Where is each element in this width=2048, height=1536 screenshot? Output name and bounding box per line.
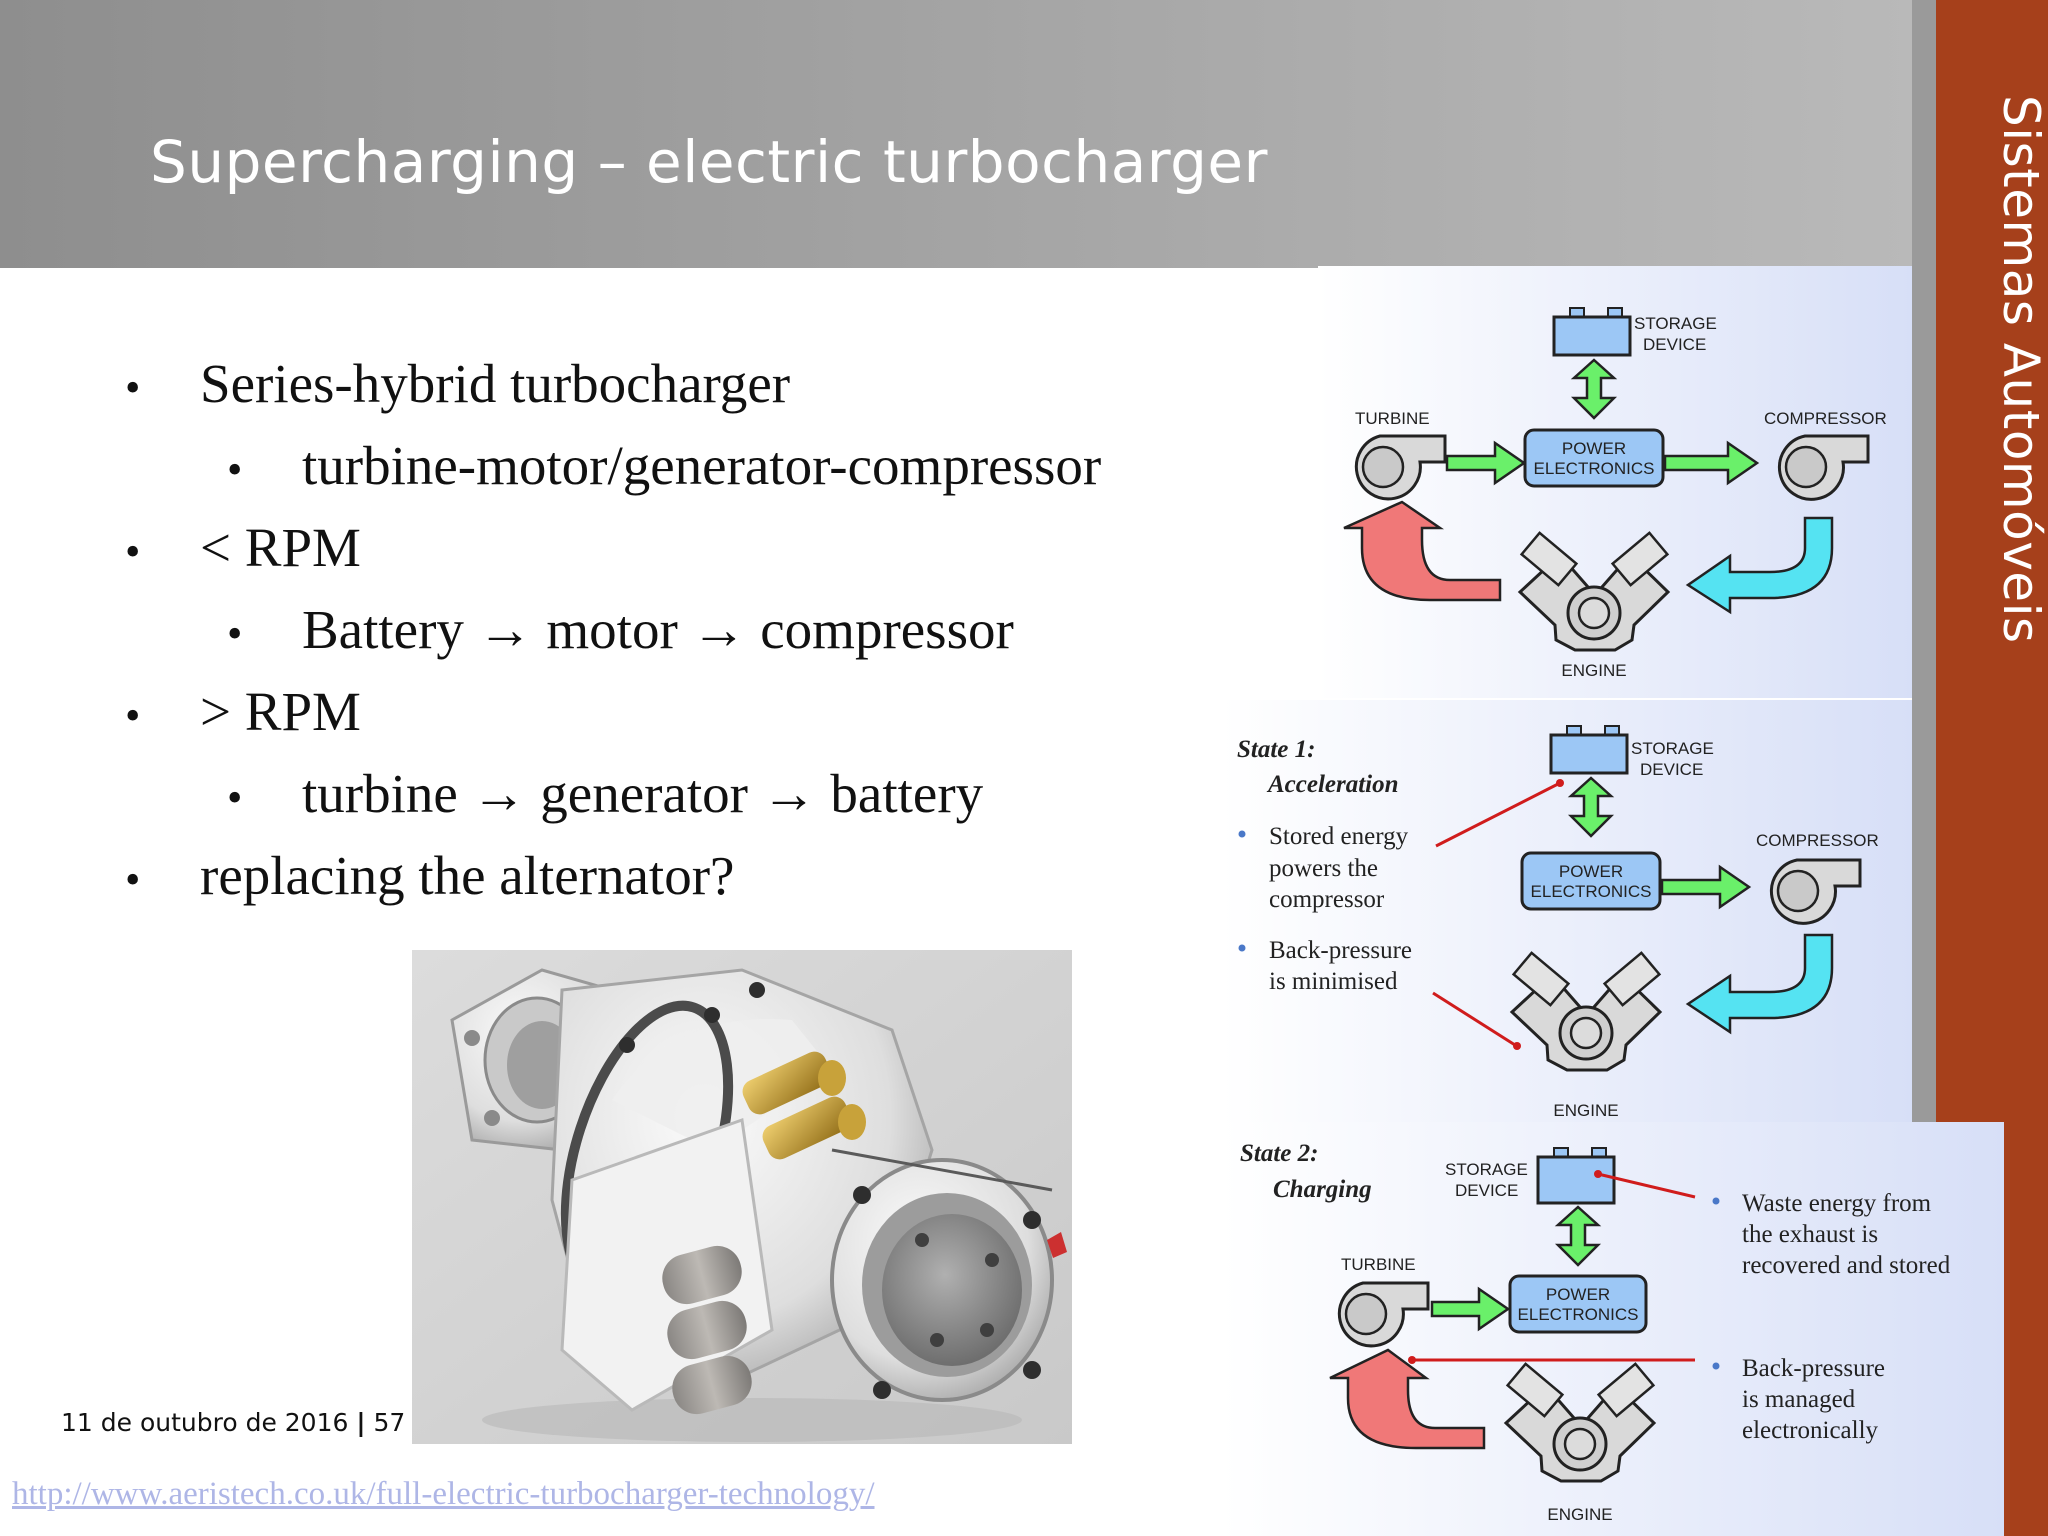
- state1-subtitle: Acceleration: [1266, 771, 1399, 798]
- slide-date: 11 de outubro de 2016: [61, 1408, 349, 1437]
- bullet-marker: •: [227, 773, 243, 822]
- state1-note2-line2: is minimised: [1269, 968, 1398, 995]
- state1-note1-line3: compressor: [1269, 886, 1385, 913]
- bullet-subitem: • Battery → motor → compressor: [227, 599, 1014, 660]
- bullet-subitem: • turbine-motor/generator-compressor: [227, 435, 1102, 496]
- power-label-1: POWER: [1546, 1285, 1610, 1304]
- bullet-marker: •: [125, 363, 141, 412]
- state1-title: State 1:: [1237, 736, 1315, 763]
- diagram-state2: State 2: Charging STORAGE DEVICE POWER E…: [1240, 1140, 1951, 1524]
- state2-note1-line2: the exhaust is: [1742, 1221, 1878, 1248]
- intake-arrow: [1685, 933, 1834, 1035]
- diagram-top: STORAGE DEVICE POWER ELECTRONICS TURBINE…: [1343, 307, 1887, 680]
- bullet-item: • Series-hybrid turbocharger: [125, 353, 791, 414]
- power-electronics-box: [1520, 851, 1662, 911]
- note-bullet: [1712, 1197, 1720, 1205]
- engine-icon: [1509, 951, 1663, 1072]
- engine-label: ENGINE: [1561, 661, 1626, 680]
- bullet-item: • > RPM: [125, 681, 361, 742]
- turbine-label: TURBINE: [1341, 1255, 1416, 1274]
- bullet-marker: •: [125, 527, 141, 576]
- storage-device-box: [1536, 1155, 1616, 1205]
- power-label-2: ELECTRONICS: [1534, 459, 1655, 478]
- state2-note1-line1: Waste energy from: [1742, 1190, 1932, 1217]
- bullet-subitem: • turbine → generator → battery: [227, 763, 984, 824]
- intake-arrow: [1685, 516, 1834, 615]
- bullet-item: • replacing the alternator?: [125, 845, 735, 906]
- storage-label-1: STORAGE: [1634, 314, 1717, 333]
- diagram-state1: State 1: Acceleration Stored energy powe…: [1237, 725, 1879, 1120]
- bullet-marker: •: [125, 691, 141, 740]
- bullet-marker: •: [125, 855, 141, 904]
- storage-label-1: STORAGE: [1445, 1160, 1528, 1179]
- page-number: 57: [373, 1408, 406, 1437]
- bullet-marker: •: [227, 445, 243, 494]
- storage-device-box: [1549, 733, 1629, 775]
- turbocharger-illustration: [412, 950, 1072, 1444]
- power-electronics-box: [1508, 1274, 1648, 1334]
- engine-icon: [1503, 1362, 1657, 1483]
- page-separator: |: [356, 1408, 366, 1437]
- sidebar-shadow: [1912, 0, 1936, 1125]
- note-bullet: [1238, 944, 1246, 952]
- storage-label-2: DEVICE: [1640, 760, 1703, 779]
- state1-note2-line1: Back-pressure: [1269, 937, 1412, 964]
- state2-note2-line3: electronically: [1742, 1417, 1879, 1444]
- state2-subtitle: Charging: [1273, 1176, 1372, 1203]
- engine-label: ENGINE: [1553, 1101, 1618, 1120]
- power-label-2: ELECTRONICS: [1531, 882, 1652, 901]
- compressor-label: COMPRESSOR: [1764, 409, 1887, 428]
- engine-icon: [1517, 531, 1671, 652]
- state2-title: State 2:: [1240, 1140, 1318, 1167]
- power-label-2: ELECTRONICS: [1518, 1305, 1639, 1324]
- state1-note1-line2: powers the: [1269, 855, 1378, 882]
- storage-device-box: [1552, 315, 1632, 357]
- slide-title: Supercharging – electric turbocharger: [150, 128, 1268, 196]
- source-link[interactable]: http://www.aeristech.co.uk/full-electric…: [12, 1476, 875, 1512]
- turbocharger-photo: [412, 950, 1072, 1444]
- exhaust-arrow: [1343, 500, 1502, 602]
- sidebar-label: Sistemas Automóveis: [1992, 95, 2048, 644]
- state2-note1-line3: recovered and stored: [1742, 1252, 1951, 1279]
- power-label-1: POWER: [1559, 862, 1623, 881]
- note-bullet: [1238, 830, 1246, 838]
- exhaust-arrow: [1329, 1348, 1486, 1450]
- bullet-marker: •: [227, 609, 243, 658]
- note-bullet: [1712, 1362, 1720, 1370]
- storage-label-2: DEVICE: [1643, 335, 1706, 354]
- storage-label-1: STORAGE: [1631, 739, 1714, 758]
- power-label-1: POWER: [1562, 439, 1626, 458]
- state1-note1-line1: Stored energy: [1269, 823, 1409, 850]
- slide-footer: 11 de outubro de 2016 | 57: [61, 1408, 405, 1437]
- power-electronics-box: [1523, 428, 1665, 488]
- turbine-label: TURBINE: [1355, 409, 1430, 428]
- engine-label: ENGINE: [1547, 1505, 1612, 1524]
- storage-label-2: DEVICE: [1455, 1181, 1518, 1200]
- compressor-label: COMPRESSOR: [1756, 831, 1879, 850]
- state2-note2-line2: is managed: [1742, 1386, 1856, 1413]
- state2-note2-line1: Back-pressure: [1742, 1355, 1885, 1382]
- bullet-item: • < RPM: [125, 517, 361, 578]
- title-bar: [0, 0, 1912, 268]
